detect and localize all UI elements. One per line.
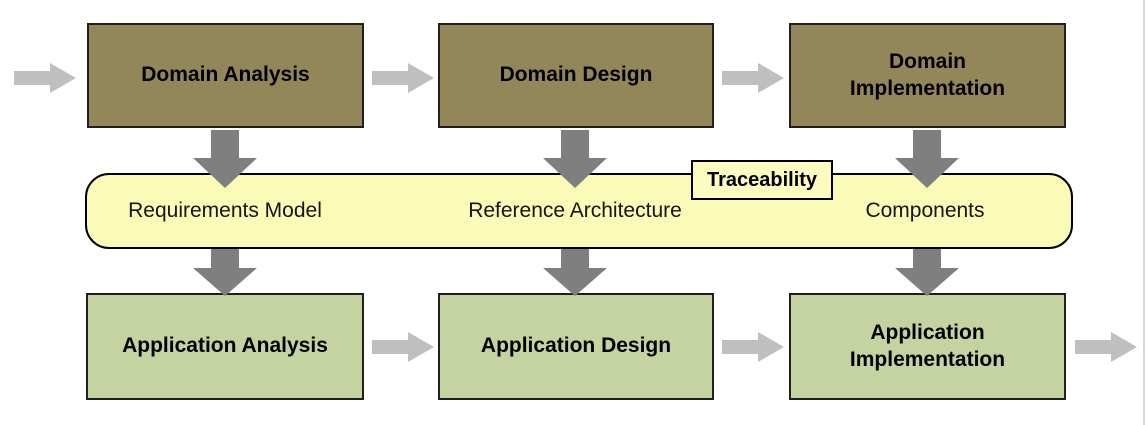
box-label: Application Analysis <box>122 334 328 358</box>
box-application-implementation: Application Implementation <box>789 293 1066 400</box>
traceability-tag: Traceability <box>691 160 833 200</box>
flow-right-arrow-application-1 <box>372 332 434 362</box>
band-item-requirements-model: Requirements Model <box>128 199 322 222</box>
box-domain-implementation: Domain Implementation <box>789 23 1066 128</box>
box-label: Application Implementation <box>849 321 1006 371</box>
flow-right-arrow-exit <box>1075 332 1137 362</box>
flow-right-arrow-domain-1 <box>372 63 434 93</box>
flow-down-arrow-band-to-app-analysis <box>193 249 257 296</box>
band-item-reference-architecture: Reference Architecture <box>468 199 682 222</box>
flow-right-arrow-entry <box>14 63 76 93</box>
flow-down-arrow-analysis-to-band <box>193 130 257 188</box>
flow-right-arrow-domain-2 <box>722 63 784 93</box>
page-edge-line <box>1143 0 1145 425</box>
band-item-components: Components <box>865 199 985 222</box>
flow-down-arrow-design-to-band <box>543 130 607 188</box>
box-domain-design: Domain Design <box>438 23 714 128</box>
box-label: Application Design <box>480 334 672 358</box>
box-application-design: Application Design <box>438 293 714 400</box>
flow-down-arrow-band-to-app-implementation <box>895 249 959 296</box>
box-label: Domain Analysis <box>141 63 310 87</box>
box-domain-analysis: Domain Analysis <box>87 23 364 128</box>
box-application-analysis: Application Analysis <box>86 293 364 400</box>
flow-down-arrow-implementation-to-band <box>895 130 959 188</box>
flow-down-arrow-band-to-app-design <box>543 249 607 296</box>
box-label: Domain Implementation <box>849 50 1006 100</box>
flow-right-arrow-application-2 <box>722 332 784 362</box>
box-label: Domain Design <box>499 63 653 87</box>
